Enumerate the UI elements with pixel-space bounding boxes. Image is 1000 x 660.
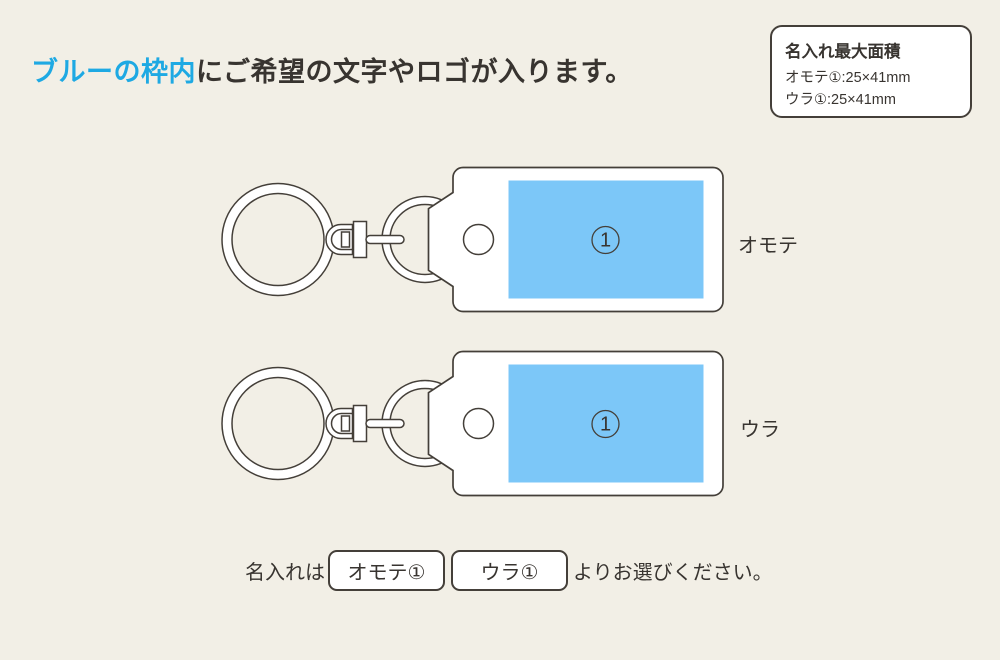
swivel-plate [352,220,368,259]
title-highlight: ブルーの枠内 [31,57,196,87]
footer-note: 名入れは オモテ① ウラ① よりお選びください。 [245,550,773,591]
keychain-illustration-back: 1 [221,350,724,497]
swivel-clasp-slot [340,415,351,432]
page-title: ブルーの枠内にご希望の文字やロゴが入ります。 [31,54,633,90]
option-front-button[interactable]: オモテ① [328,550,445,591]
max-area-line-front: オモテ①:25×41mm [785,70,911,86]
footer-prefix: 名入れは [245,562,325,584]
tag-hole [462,407,495,440]
print-area-number: 1 [600,414,611,436]
swivel-plate [352,404,368,443]
label-back: ウラ [740,419,780,441]
swivel-clasp-inner [330,412,353,435]
swivel-clasp-inner [330,228,353,251]
swivel-bar [365,234,405,245]
key-ring-inner [231,192,325,287]
print-area-number-circle [591,409,620,439]
print-area [508,364,704,483]
keychain-illustration-front: 1 [221,166,724,313]
print-area-number: 1 [600,230,611,252]
tag-hole [462,223,495,256]
max-area-line-back: ウラ①:25×41mm [785,92,896,108]
max-area-title: 名入れ最大面積 [785,43,901,61]
print-area-number-circle [591,225,620,255]
swivel-bar [365,418,405,429]
swivel-clasp-slot [340,231,351,248]
option-back-button[interactable]: ウラ① [451,550,568,591]
key-ring-inner [231,376,325,471]
footer-suffix: よりお選びください。 [573,562,773,584]
max-area-box: 名入れ最大面積 オモテ①:25×41mm ウラ①:25×41mm [770,25,972,118]
print-area [508,180,704,299]
title-rest: にご希望の文字やロゴが入ります。 [196,57,633,87]
label-front: オモテ [738,235,798,257]
